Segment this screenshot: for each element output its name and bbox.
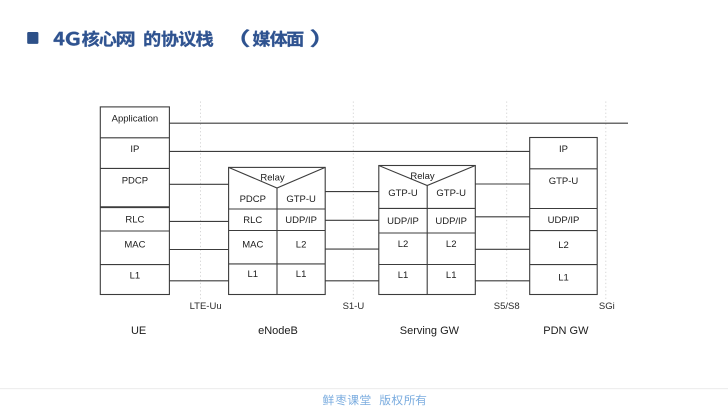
peer-connector-lines (169, 122, 628, 282)
ue-layer-4: MAC (124, 240, 145, 251)
enodeb-left-layer-1: RLC (243, 215, 262, 226)
pdn-gw-layer-3: L2 (558, 240, 569, 251)
interface-label-3: SGi (599, 301, 615, 312)
ue-box (99, 106, 170, 296)
interface-label-1: S1-U (343, 301, 365, 312)
stack-serving-gw (378, 164, 476, 296)
interface-label-0: LTE-Uu (190, 301, 222, 312)
enodeb-relay-label: Relay (260, 173, 285, 184)
serving-gw-left-layer-0: GTP-U (388, 188, 418, 199)
serving-gw-right-layer-0: GTP-U (436, 188, 466, 199)
pdn-gw-layer-0: IP (559, 144, 568, 155)
ue-layer-5: L1 (130, 271, 141, 282)
title-glyphs (53, 29, 319, 48)
serving-gw-right-layer-1: UDP/IP (435, 216, 467, 227)
stack-pdn-gw (529, 136, 598, 296)
stack-ue (99, 106, 170, 296)
footer-glyphs (322, 394, 427, 406)
pdn-gw-layer-4: L1 (558, 272, 569, 283)
serving-gw-left-layer-2: L2 (398, 239, 409, 250)
serving-gw-right-layer-3: L1 (446, 270, 457, 281)
interface-label-2: S5/S8 (494, 301, 520, 312)
node-label-2: Serving GW (400, 325, 460, 337)
ue-layer-0: Application (112, 114, 158, 125)
ue-layer-1: IP (130, 144, 139, 155)
enodeb-right-layer-3: L1 (296, 269, 307, 280)
enodeb-left-layer-3: L1 (248, 269, 259, 280)
node-label-3: PDN GW (543, 325, 589, 337)
title-bullet-icon (27, 32, 39, 44)
enodeb-left-layer-0: PDCP (240, 194, 266, 205)
enodeb-right-layer-2: L2 (296, 239, 307, 250)
node-labels: UE eNodeB Serving GW PDN GW (131, 325, 589, 337)
ue-layer-3: RLC (125, 215, 144, 226)
pdn-gw-layer-1: GTP-U (549, 176, 579, 187)
enodeb-right-layer-1: UDP/IP (285, 215, 317, 226)
stack-enodeb (228, 166, 326, 296)
ue-layer-2: PDCP (122, 175, 148, 186)
serving-gw-left-layer-1: UDP/IP (387, 216, 419, 227)
pdn-gw-layer-2: UDP/IP (548, 215, 580, 226)
node-label-1: eNodeB (258, 325, 298, 337)
enodeb-right-layer-0: GTP-U (286, 194, 316, 205)
pdn-gw-box (529, 136, 598, 296)
serving-gw-relay-label: Relay (410, 171, 435, 182)
interface-labels: LTE-Uu S1-U S5/S8 SGi (190, 301, 615, 312)
node-label-0: UE (131, 325, 146, 337)
serving-gw-right-layer-2: L2 (446, 239, 457, 250)
layer-labels: Application IP PDCP RLC MAC L1 Relay PDC… (112, 114, 580, 284)
enodeb-left-layer-2: MAC (242, 239, 263, 250)
serving-gw-left-layer-3: L1 (398, 270, 409, 281)
